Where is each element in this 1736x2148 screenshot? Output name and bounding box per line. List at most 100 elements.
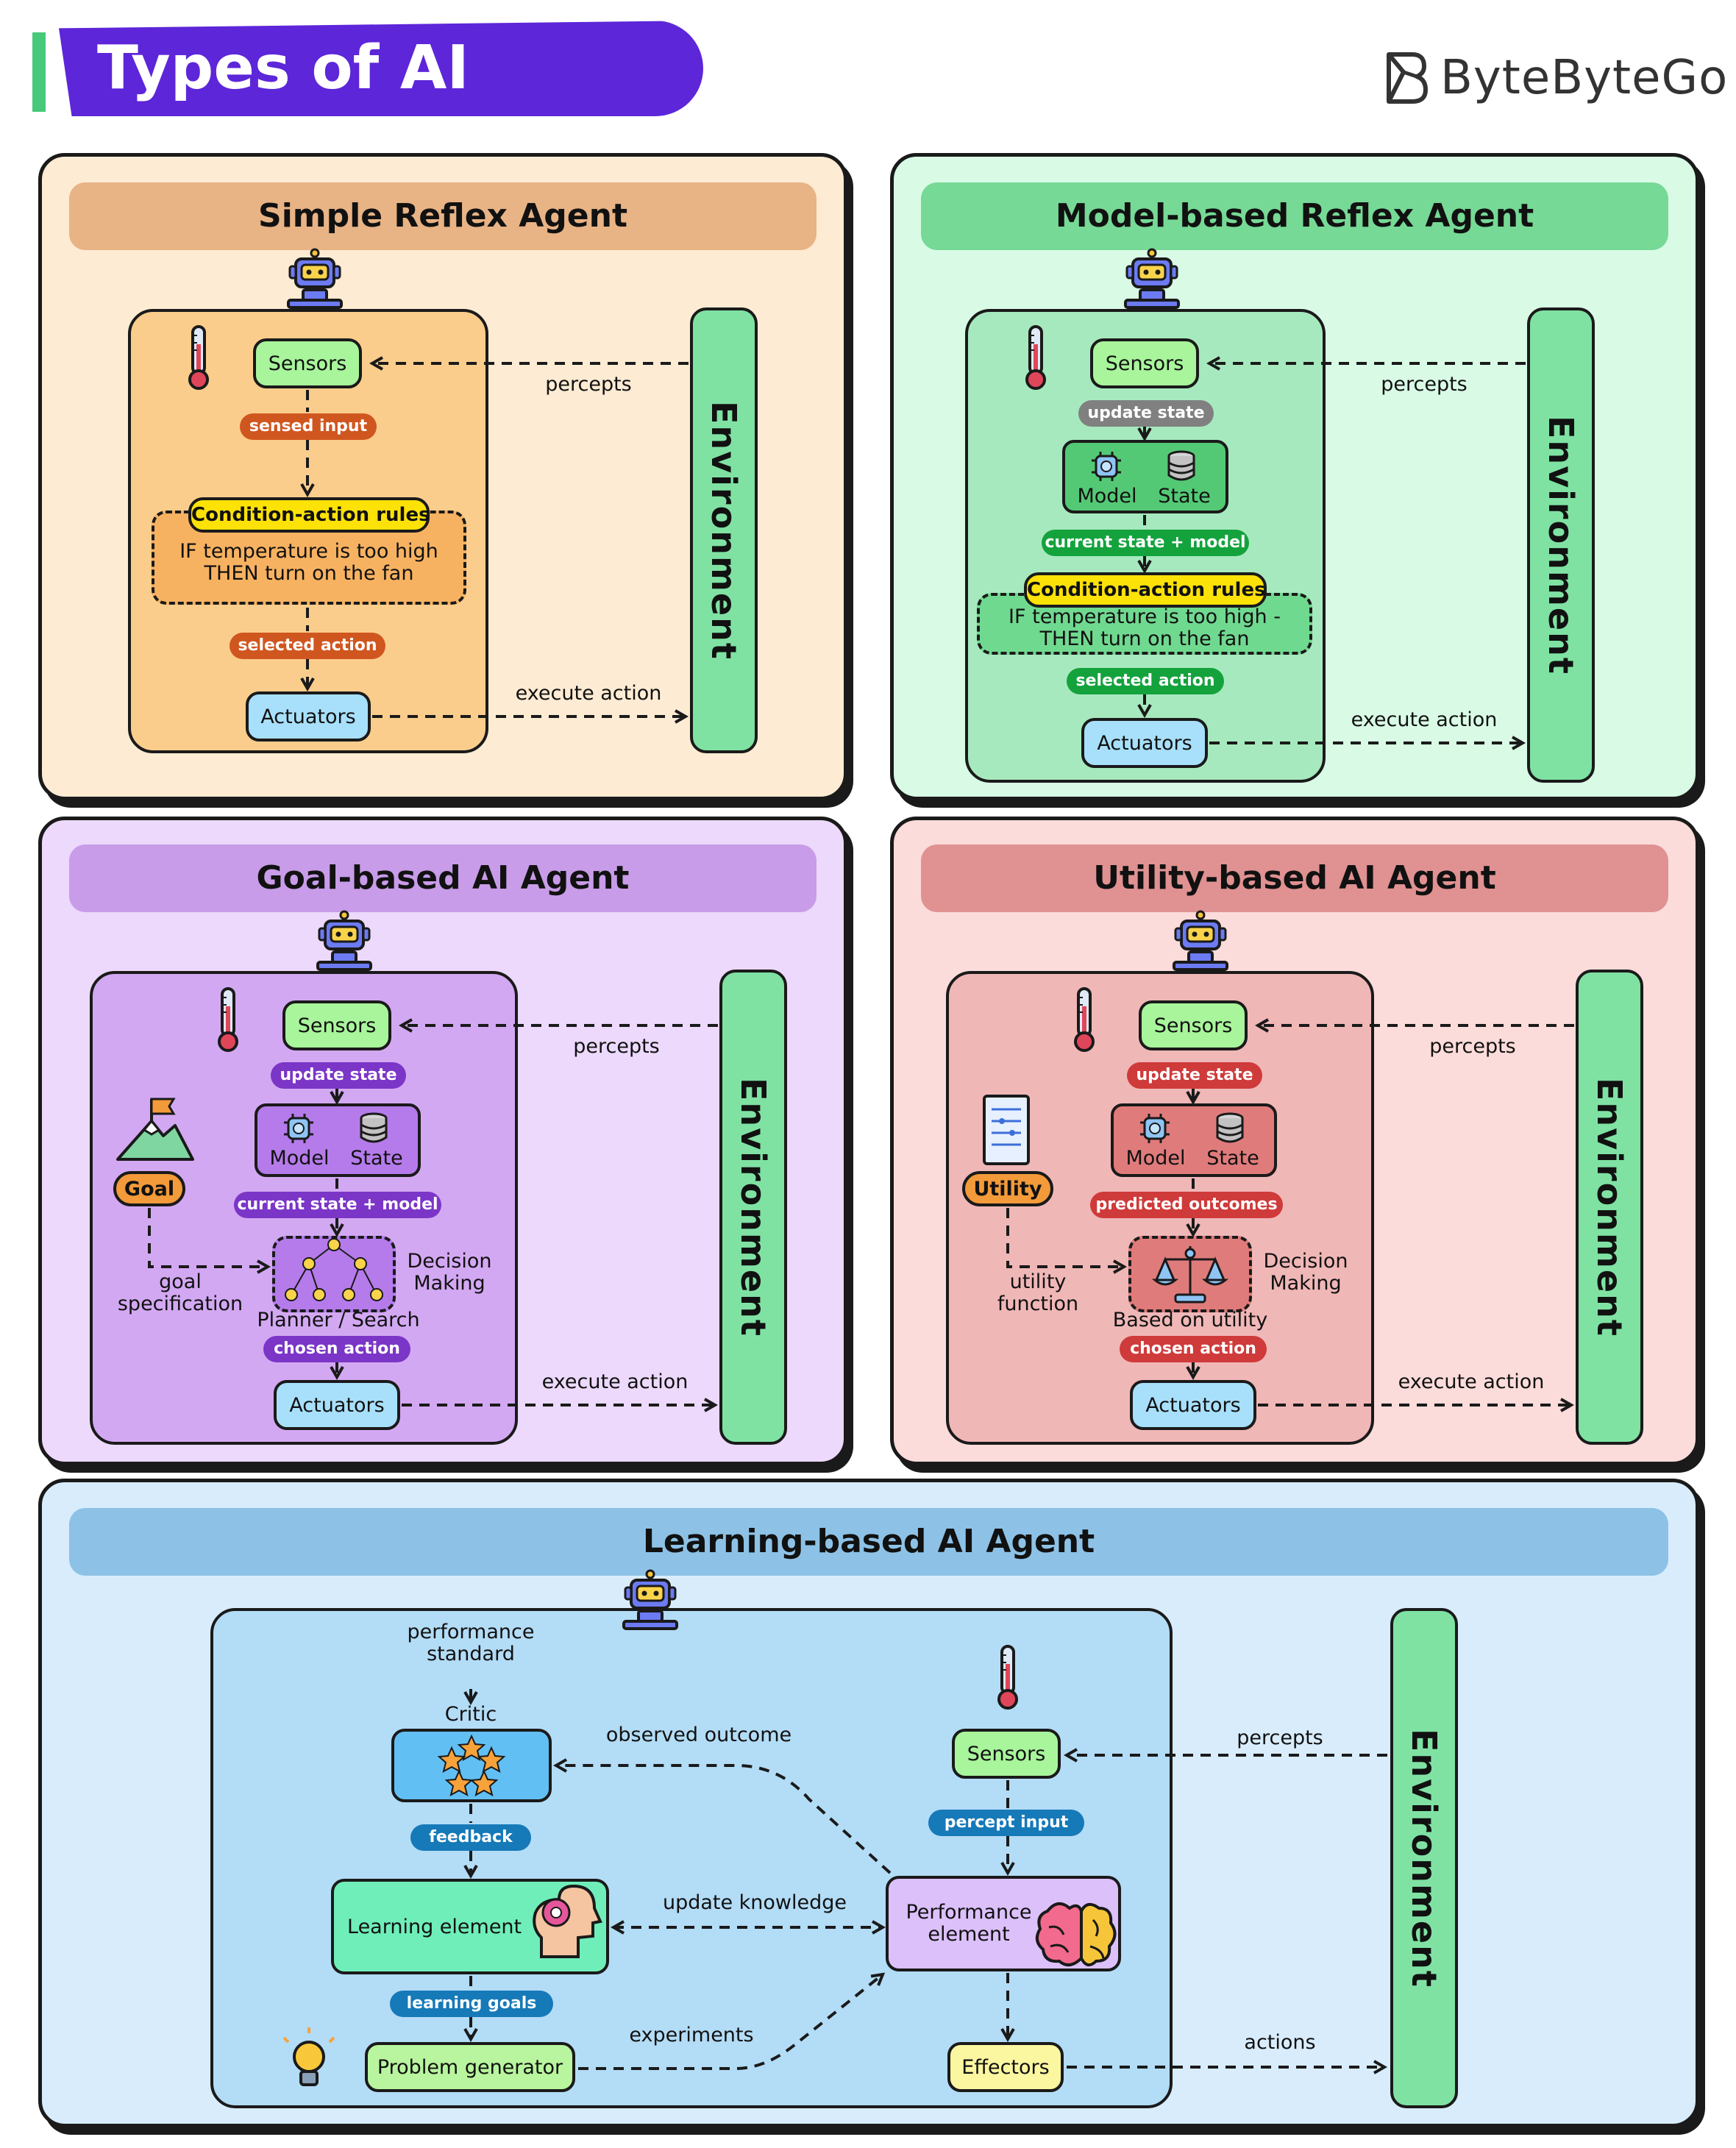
simple-environment: Environment — [690, 307, 758, 753]
goal-spec-label: goal specification — [117, 1270, 243, 1315]
database-icon — [1216, 1112, 1244, 1143]
environment-label: Environment — [1590, 1077, 1629, 1337]
brain-icon — [1035, 1902, 1117, 1967]
database-icon — [1167, 450, 1195, 481]
model-chip-icon — [1090, 450, 1123, 483]
model-sensors: Sensors — [1090, 338, 1199, 388]
utility-percepts-label: percepts — [1429, 1035, 1516, 1058]
decision-tree-icon — [285, 1238, 383, 1301]
bytebytego-icon — [1387, 52, 1428, 104]
observed-outcome-label: observed outcome — [605, 1724, 792, 1746]
title-accent-bar — [32, 32, 46, 112]
tag-selected-action: selected action — [230, 633, 385, 659]
tag-chosen-action: chosen action — [1120, 1336, 1267, 1362]
tag-update-state: update state — [1078, 400, 1214, 427]
problem-generator-box: Problem generator — [365, 2042, 575, 2092]
utility-execute-label: execute action — [1398, 1370, 1545, 1393]
utility-badge: Utility — [962, 1171, 1053, 1206]
utility-environment: Environment — [1576, 970, 1643, 1445]
thermometer-icon — [1074, 987, 1095, 1052]
robot-icon — [316, 910, 372, 971]
model-label: Model — [269, 1147, 330, 1170]
head-gear-icon — [533, 1884, 602, 1958]
state-label: State — [1158, 485, 1211, 508]
model-chip-icon — [1139, 1112, 1171, 1145]
model-label: Model — [1125, 1147, 1186, 1170]
model-actuators: Actuators — [1081, 718, 1208, 768]
model-state-box — [1111, 1103, 1277, 1177]
connector-arrows — [148, 356, 1575, 2074]
utility-document-icon — [983, 1095, 1030, 1165]
utility-actuators: Actuators — [1130, 1380, 1256, 1430]
brand-logo: ByteByteGo — [1383, 43, 1728, 113]
model-state-box — [1062, 440, 1228, 513]
tag-feedback: feedback — [410, 1824, 531, 1851]
utility-based-title: Utility-based AI Agent — [921, 844, 1668, 912]
critic-label: Critic — [444, 1703, 497, 1726]
model-label: Model — [1077, 485, 1137, 508]
thermometer-icon — [1025, 325, 1046, 390]
page-title: Types of AI Agents — [59, 21, 703, 116]
goal-execute-label: execute action — [541, 1370, 689, 1393]
environment-label: Environment — [704, 400, 744, 661]
tag-learning-goals: learning goals — [390, 1991, 553, 2017]
environment-label: Environment — [733, 1077, 773, 1337]
performance-standard-label: performance standard — [407, 1621, 535, 1665]
goal-environment: Environment — [719, 970, 787, 1445]
robot-icon — [622, 1569, 678, 1630]
robot-icon — [1173, 910, 1228, 971]
thermometer-icon — [188, 325, 209, 390]
mountain-flag-icon — [116, 1098, 194, 1161]
database-icon — [360, 1112, 388, 1143]
learning-percepts-label: percepts — [1237, 1726, 1323, 1749]
tag-current-state-model: current state + model — [1042, 530, 1249, 556]
model-execute-label: execute action — [1351, 708, 1498, 731]
brand-name: ByteByteGo — [1440, 51, 1729, 105]
robot-icon — [1124, 248, 1180, 309]
lightbulb-icon — [282, 2027, 335, 2086]
goal-badge: Goal — [113, 1171, 185, 1206]
model-reflex-title: Model-based Reflex Agent — [921, 182, 1668, 250]
simple-execute-label: execute action — [515, 682, 662, 705]
simple-rules-title: Condition-action rules — [188, 497, 430, 533]
model-environment: Environment — [1527, 307, 1595, 783]
state-label: State — [1206, 1147, 1259, 1170]
experiments-label: experiments — [629, 2024, 754, 2046]
learning-environment: Environment — [1390, 1608, 1458, 2108]
stars-icon — [437, 1734, 506, 1796]
planner-label: Planner / Search — [257, 1309, 420, 1331]
decision-label: Decision Making — [1263, 1250, 1348, 1295]
utility-sensors: Sensors — [1139, 1000, 1248, 1050]
tag-update-state: update state — [271, 1062, 406, 1089]
learning-based-title: Learning-based AI Agent — [69, 1508, 1668, 1576]
balance-scale-icon — [1151, 1246, 1229, 1304]
simple-percepts-label: percepts — [545, 373, 632, 396]
tag-selected-action: selected action — [1067, 668, 1224, 694]
tag-sensed-input: sensed input — [240, 413, 377, 440]
thermometer-icon — [997, 1645, 1018, 1710]
tag-update-state: update state — [1127, 1062, 1262, 1089]
goal-actuators: Actuators — [274, 1380, 400, 1430]
learning-element-label: Learning element — [347, 1915, 522, 1938]
effectors-box: Effectors — [947, 2042, 1064, 2092]
environment-label: Environment — [1404, 1728, 1444, 1988]
simple-reflex-title: Simple Reflex Agent — [69, 182, 817, 250]
simple-sensors: Sensors — [253, 338, 362, 388]
tag-chosen-action: chosen action — [263, 1336, 410, 1362]
goal-sensors: Sensors — [282, 1000, 391, 1050]
goal-based-title: Goal-based AI Agent — [69, 844, 817, 912]
tag-percept-input: percept input — [928, 1810, 1084, 1836]
learning-actions-label: actions — [1244, 2031, 1316, 2054]
goal-percepts-label: percepts — [573, 1035, 660, 1058]
model-percepts-label: percepts — [1381, 373, 1468, 396]
tag-current-state-model: current state + model — [234, 1192, 441, 1218]
decision-label: Decision Making — [407, 1250, 492, 1295]
utility-function-label: utility function — [997, 1270, 1079, 1315]
simple-actuators: Actuators — [246, 691, 371, 742]
learning-sensors: Sensors — [952, 1729, 1061, 1779]
model-chip-icon — [282, 1112, 315, 1145]
update-knowledge-label: update knowledge — [662, 1891, 847, 1914]
state-label: State — [350, 1147, 403, 1170]
thermometer-icon — [218, 987, 238, 1052]
